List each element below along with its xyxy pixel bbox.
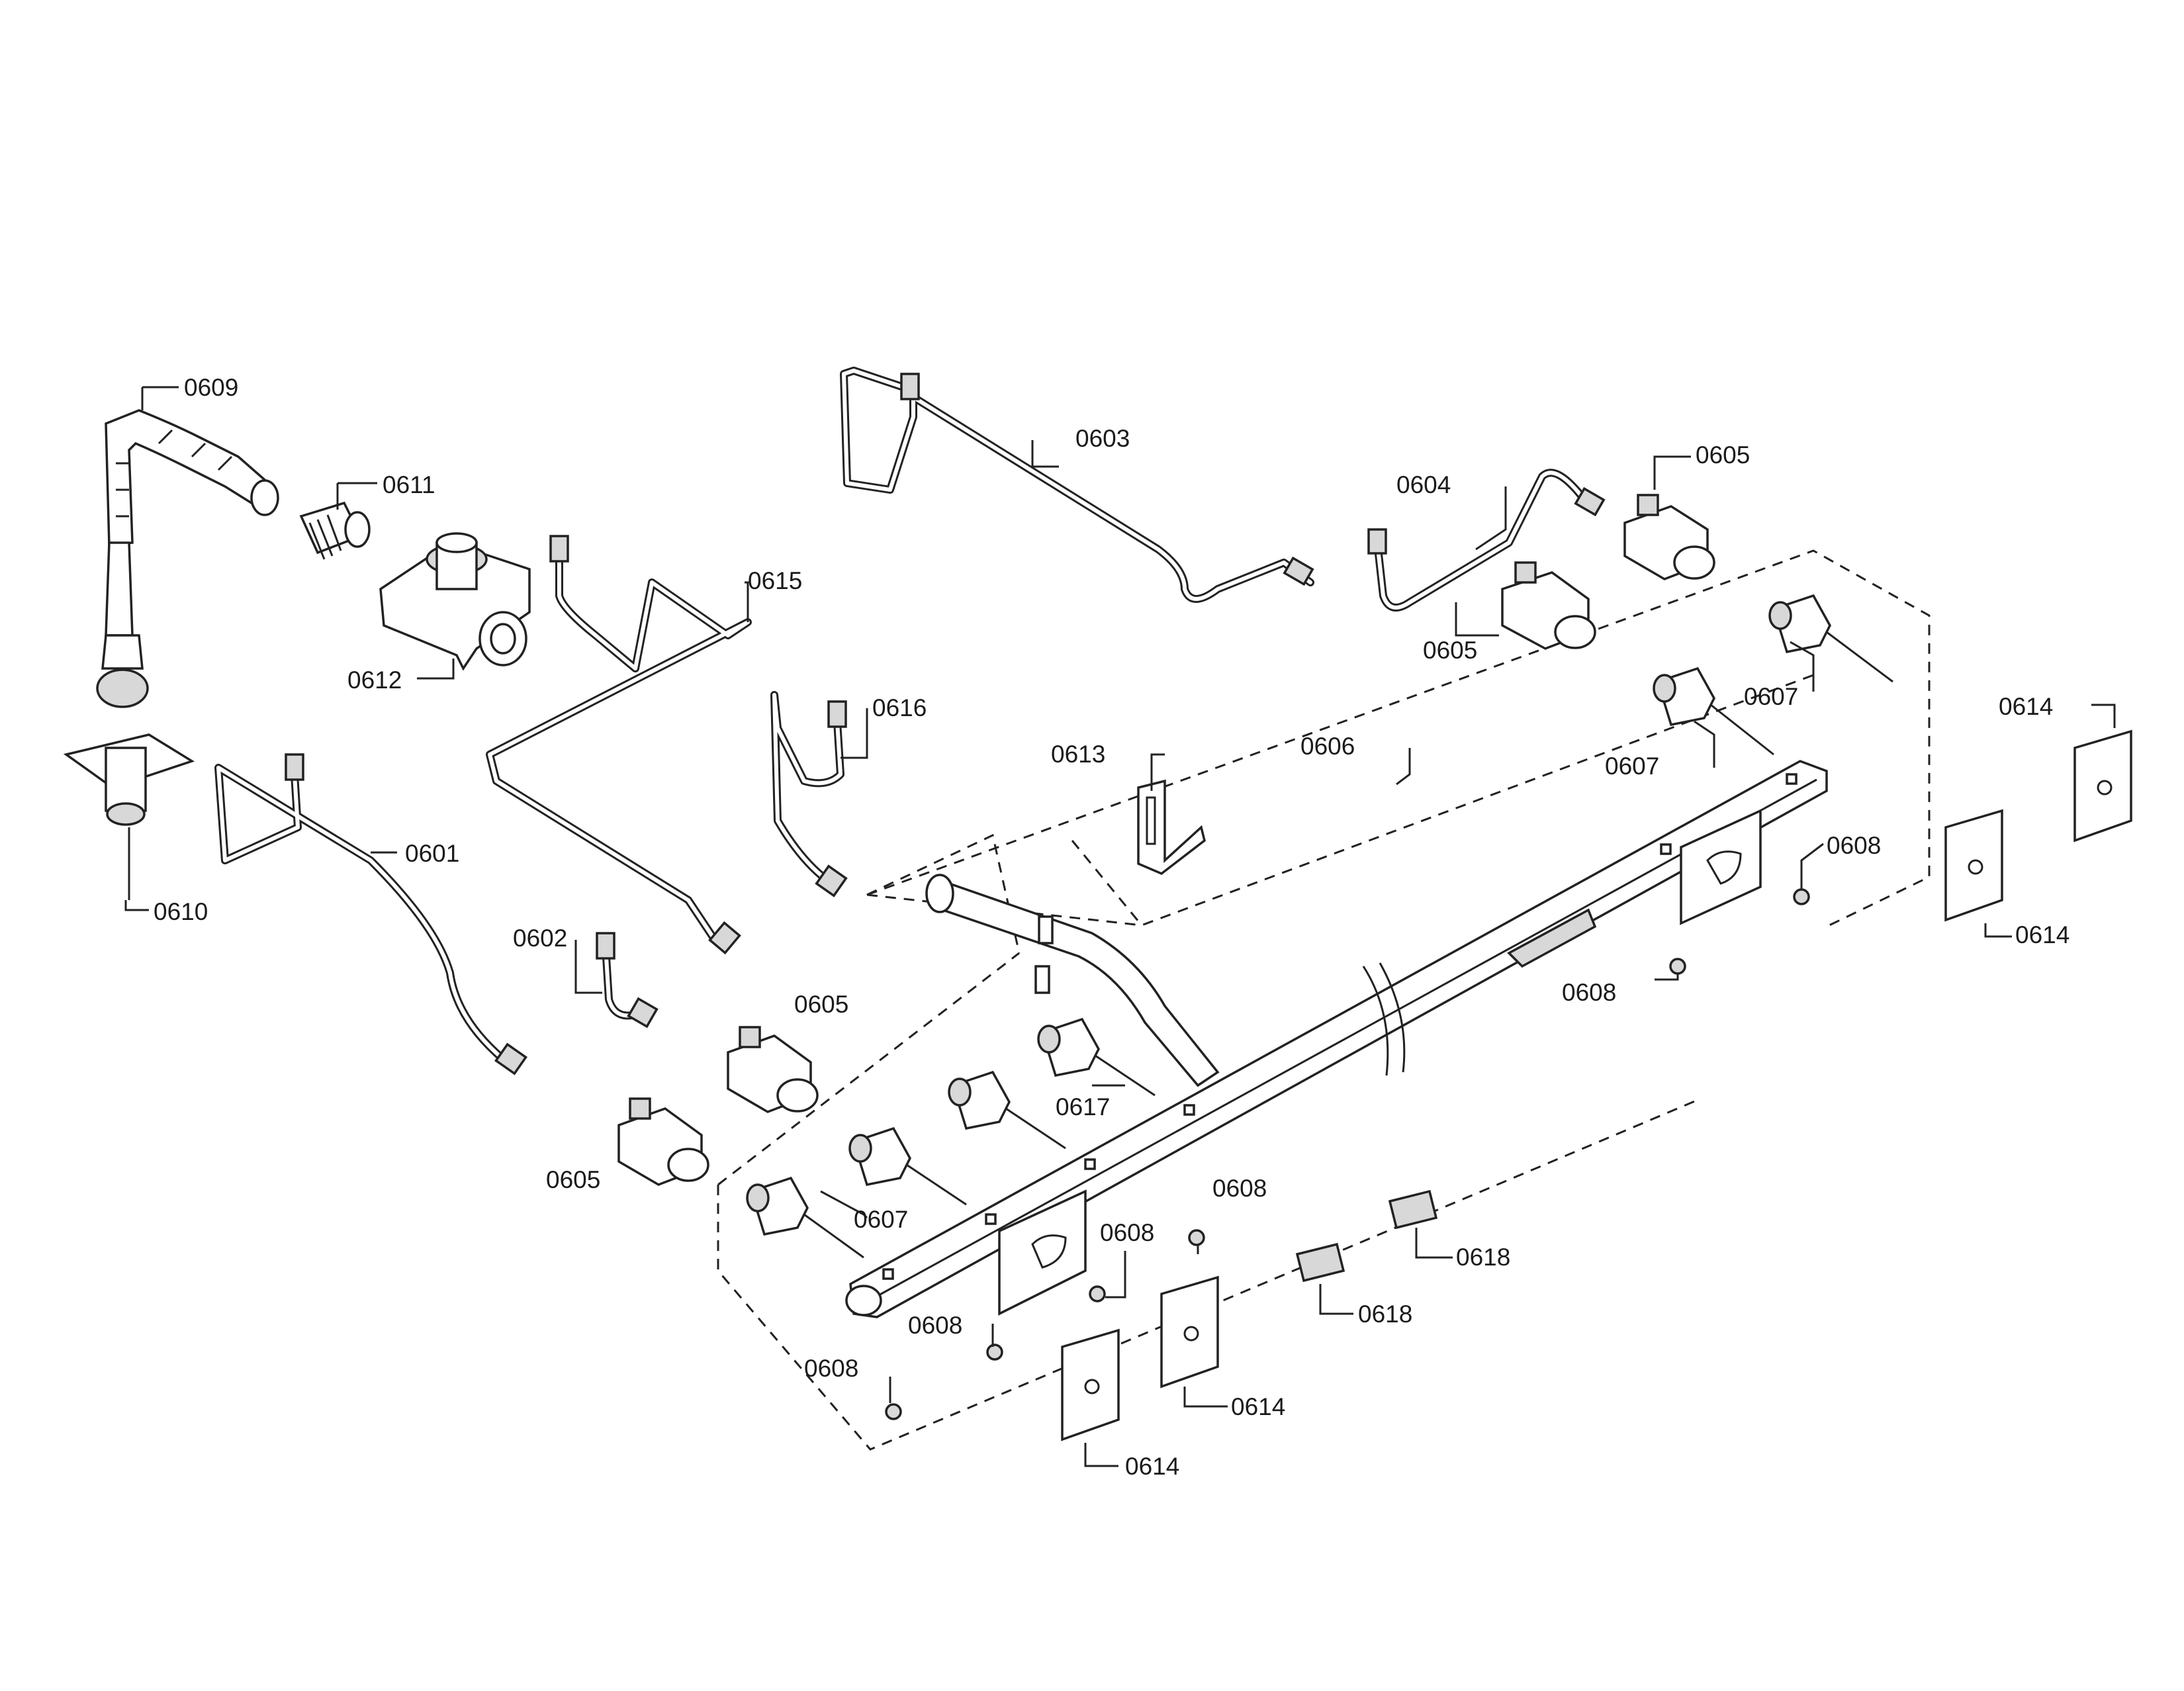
- callout-0617: 0617: [1056, 1093, 1110, 1120]
- callout-0614-d: 0614: [1125, 1453, 1179, 1480]
- solenoid-valve-a: [1623, 494, 1715, 580]
- callout-0612: 0612: [347, 666, 402, 694]
- callout-0609: 0609: [184, 374, 238, 401]
- tube-0616: [770, 691, 848, 897]
- fitting-0611: [299, 501, 371, 560]
- callout-0618-a: 0618: [1456, 1244, 1510, 1271]
- solenoid-valve-c: [727, 1026, 819, 1113]
- callout-0608-a: 0608: [1827, 832, 1881, 859]
- callout-0605-c: 0605: [794, 991, 848, 1018]
- regulator-0612: [379, 532, 531, 671]
- tube-0603: [840, 367, 1314, 603]
- callout-0608-d: 0608: [1100, 1219, 1154, 1246]
- callout-0614-c: 0614: [1231, 1393, 1285, 1420]
- callout-0607-a: 0607: [1744, 683, 1798, 710]
- tube-0601: [214, 753, 527, 1075]
- callout-0610: 0610: [154, 898, 208, 925]
- tube-0604: [1367, 469, 1606, 612]
- assembly-outline-right: [866, 549, 1931, 928]
- switch-module-4: [1061, 1328, 1120, 1441]
- callout-0604: 0604: [1396, 471, 1451, 498]
- burner-valve-5: [848, 1126, 967, 1206]
- callout-0605-b: 0605: [1423, 637, 1477, 664]
- callout-0601: 0601: [405, 840, 459, 867]
- callout-0608-e: 0608: [908, 1312, 962, 1339]
- shutoff-valve-0610: [63, 733, 195, 900]
- callout-0614-b: 0614: [2015, 921, 2070, 948]
- tube-0615: [486, 535, 752, 955]
- callout-0611: 0611: [383, 471, 435, 498]
- assembly-outline-left: [717, 833, 1702, 1451]
- callout-0608-c: 0608: [1212, 1175, 1267, 1202]
- callout-0615: 0615: [748, 567, 802, 594]
- callout-0608-b: 0608: [1562, 979, 1616, 1006]
- burner-valve-4: [948, 1070, 1066, 1150]
- burner-valve-6: [746, 1176, 864, 1259]
- callout-0605-a: 0605: [1696, 441, 1750, 469]
- callout-0607-b: 0607: [1605, 753, 1659, 780]
- solenoid-valve-d: [617, 1097, 709, 1186]
- switch-module-2: [1944, 809, 2003, 922]
- screws-0608: [885, 888, 1810, 1420]
- switch-module-1: [2073, 729, 2132, 843]
- callout-0607-c: 0607: [854, 1206, 908, 1233]
- igniter-1: [1388, 1189, 1438, 1230]
- crossover-tube: [925, 874, 1220, 1087]
- igniter-2: [1295, 1242, 1345, 1283]
- solenoid-valve-b: [1501, 561, 1596, 650]
- bracket-0613: [1137, 779, 1206, 876]
- burner-valve-3: [1037, 1017, 1156, 1097]
- manifold-rail: [845, 760, 1828, 1318]
- burner-valve-1: [1768, 594, 1893, 683]
- burner-valve-2: [1653, 666, 1774, 756]
- callout-0603: 0603: [1075, 425, 1130, 452]
- callout-0606: 0606: [1300, 733, 1355, 760]
- flex-hose-0609: [96, 409, 279, 708]
- tube-0602: [596, 932, 659, 1028]
- switch-module-3: [1160, 1275, 1219, 1389]
- callout-0616: 0616: [872, 694, 927, 721]
- callout-0614-a: 0614: [1999, 693, 2053, 720]
- callout-0618-b: 0618: [1358, 1301, 1412, 1328]
- callout-0605-d: 0605: [546, 1166, 600, 1193]
- callout-0608-f: 0608: [804, 1355, 858, 1382]
- leader-lines: [124, 386, 2116, 1467]
- callout-0602: 0602: [513, 925, 567, 952]
- callout-0613: 0613: [1051, 741, 1105, 768]
- callout-labels: 0609 0611 0612 0610 0615 0601 0602 0616 …: [154, 374, 2070, 1480]
